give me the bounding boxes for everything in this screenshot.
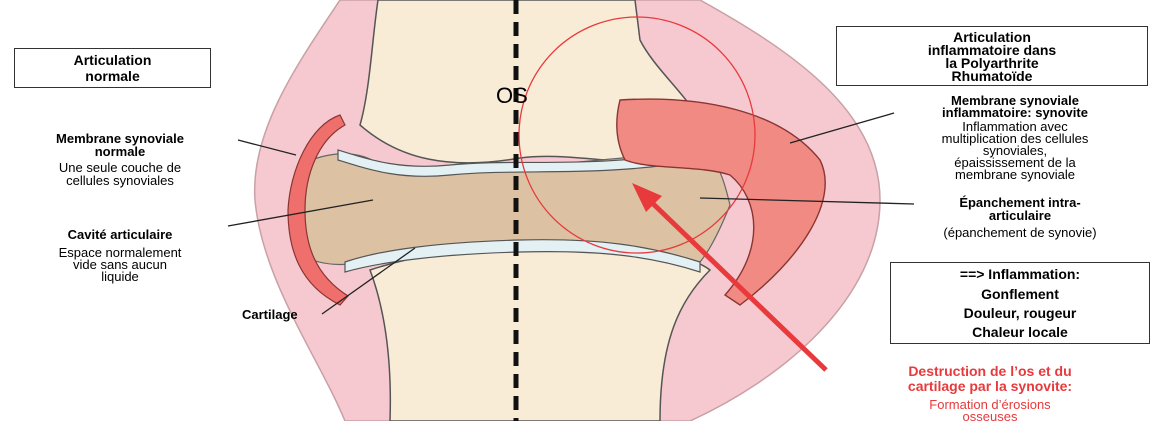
inflammation-line4: Chaleur locale <box>891 325 1149 340</box>
cavite-title: Cavité articulaire <box>0 228 240 242</box>
synovite-title2: inflammatoire: synovite <box>876 106 1154 120</box>
inflammation-line3: Douleur, rougeur <box>891 306 1149 321</box>
inflammation-line1: ==> Inflammation: <box>891 267 1149 282</box>
epanchement-title2: articulaire <box>880 209 1160 223</box>
lower-bone <box>370 244 710 421</box>
epanchement-desc: (épanchement de synovie) <box>880 226 1160 240</box>
synovite-desc5: membrane synoviale <box>876 168 1154 182</box>
right-box-line4: Rhumatoïde <box>837 69 1147 84</box>
right-title-box: Articulation inflammatoire dans la Polya… <box>836 26 1148 86</box>
membrane-normale-desc2: cellules synoviales <box>0 174 240 188</box>
destruction-title2: cartilage par la synovite: <box>820 379 1160 394</box>
cartilage-label: Cartilage <box>242 308 298 322</box>
left-box-line2: normale <box>15 69 210 84</box>
destruction-title1: Destruction de l’os et du <box>820 364 1160 379</box>
cavite-desc3: liquide <box>0 270 240 284</box>
left-title-box: Articulation normale <box>14 48 211 88</box>
membrane-normale-title2: normale <box>0 145 240 159</box>
center-label: OS <box>496 84 528 107</box>
inflammation-line2: Gonflement <box>891 287 1149 302</box>
inflammation-box: ==> Inflammation: Gonflement Douleur, ro… <box>890 262 1150 344</box>
destruction-desc2: osseuses <box>820 410 1160 424</box>
left-box-line1: Articulation <box>15 53 210 68</box>
